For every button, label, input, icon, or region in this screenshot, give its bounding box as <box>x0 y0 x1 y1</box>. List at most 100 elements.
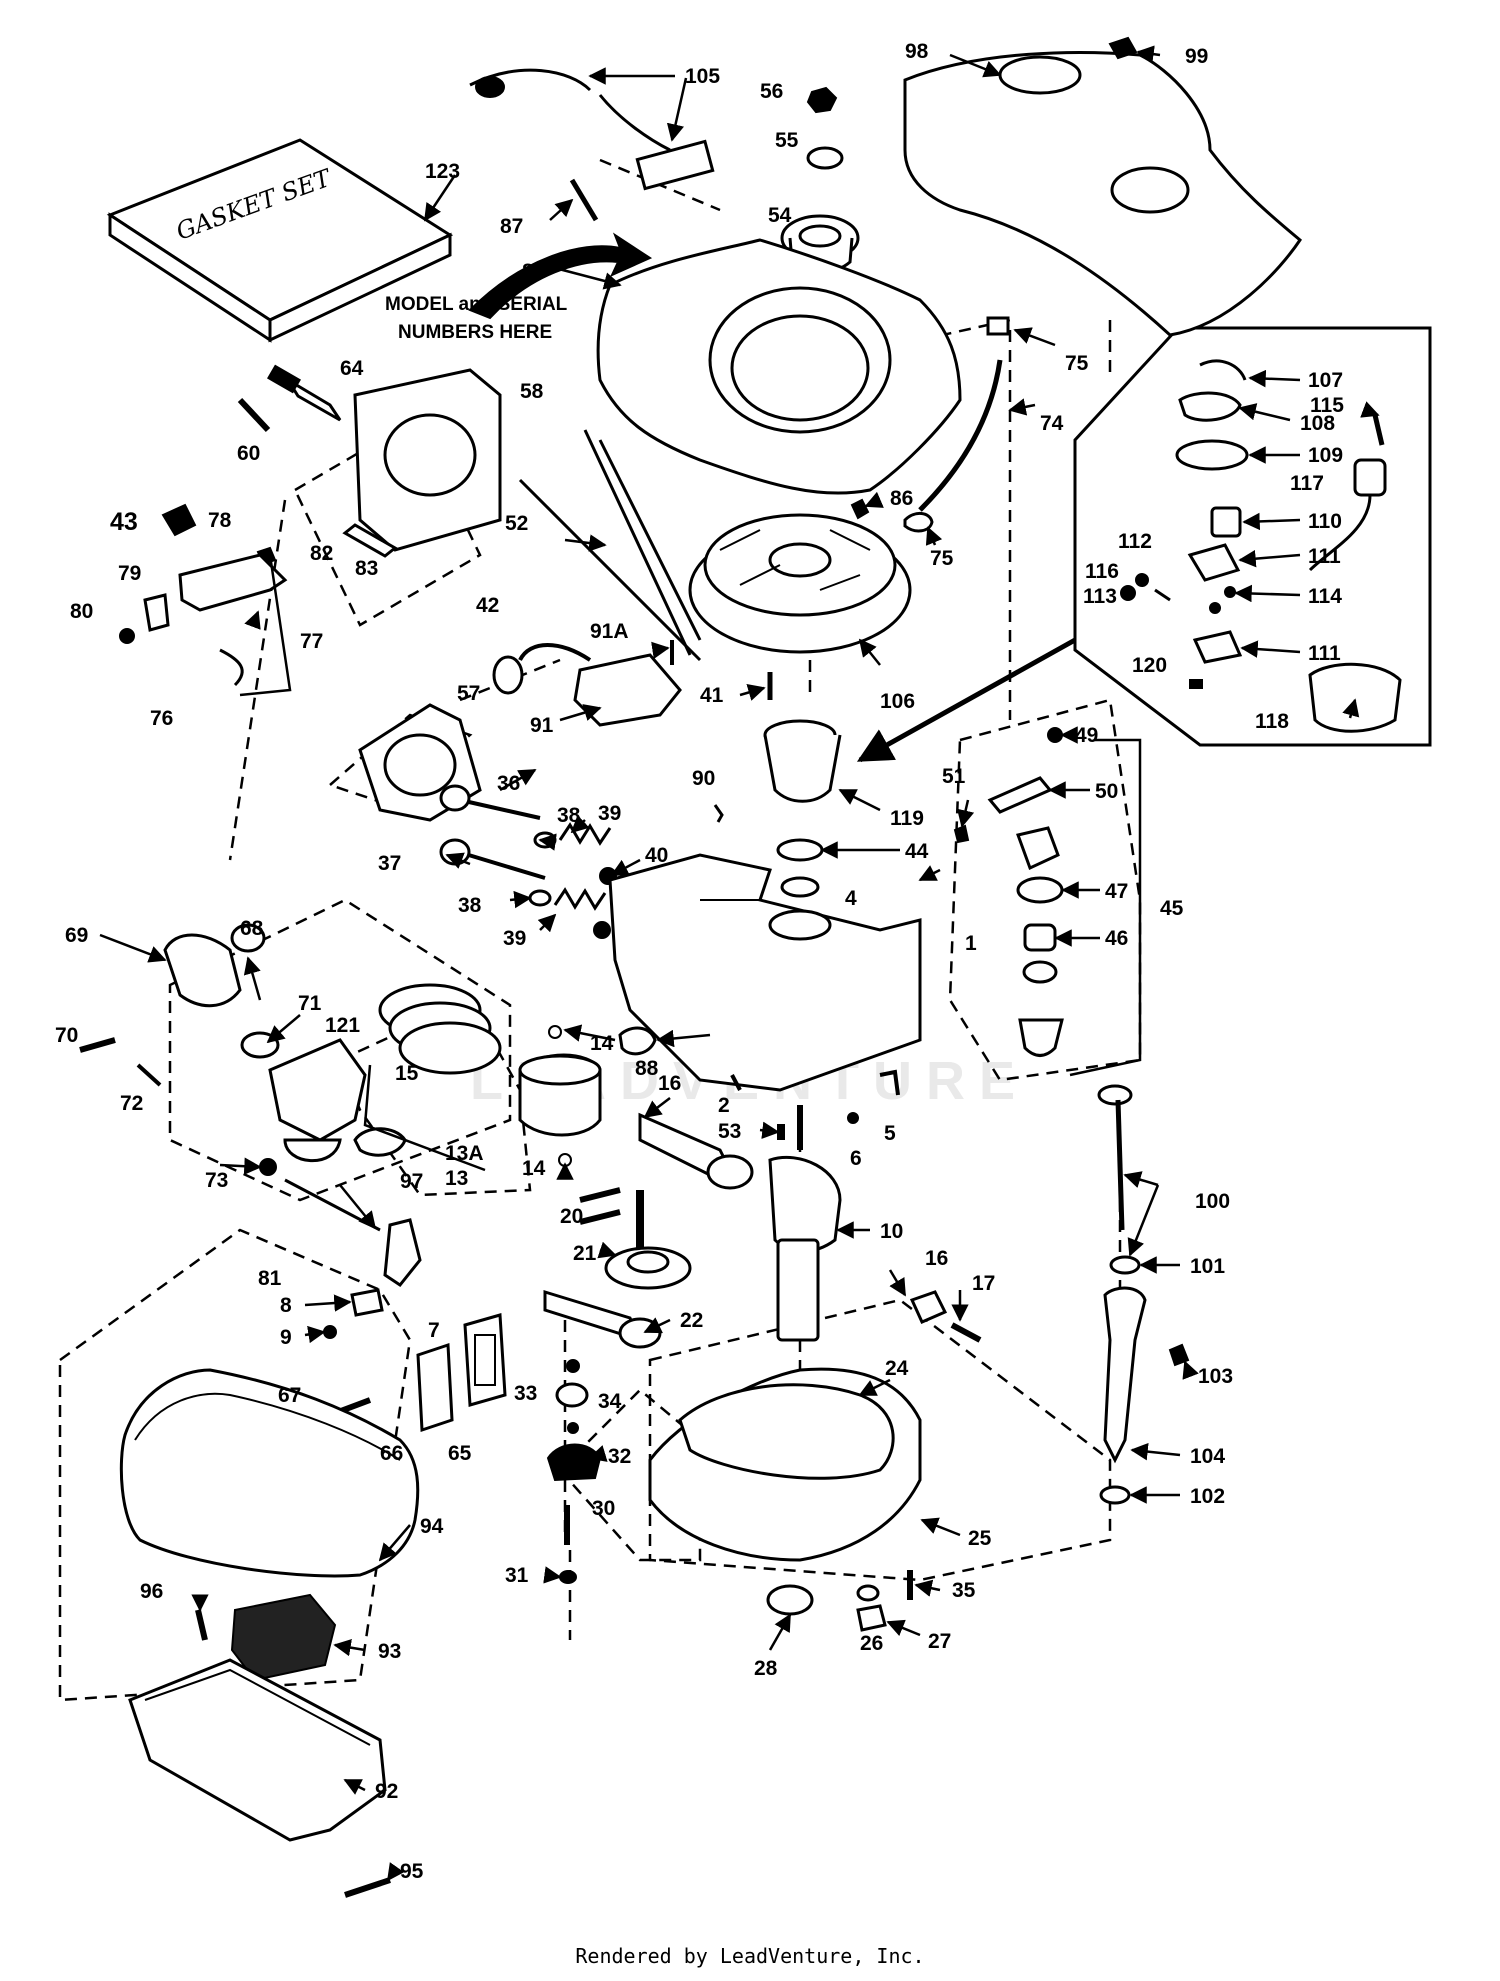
callout-100: 100 <box>1195 1190 1230 1213</box>
callout-13A: 13A <box>445 1142 484 1165</box>
part-96-screw <box>195 1609 208 1641</box>
callout-72: 72 <box>120 1092 143 1115</box>
callout-103: 103 <box>1198 1365 1233 1388</box>
part-27-plug <box>856 1604 887 1632</box>
part-88-gasket <box>618 1026 657 1056</box>
dashed-group-sump <box>648 1298 1112 1582</box>
callout-87: 87 <box>500 215 523 238</box>
part-31-washer <box>559 1570 577 1584</box>
callout-39-upper: 39 <box>598 802 621 825</box>
callout-99: 99 <box>1185 45 1208 68</box>
part-56-nut <box>806 86 838 114</box>
part-97-gasket <box>353 1127 407 1157</box>
callout-111-lower: 111 <box>1308 642 1341 665</box>
part-28-seal <box>766 1584 814 1616</box>
part-53-key <box>777 1124 785 1140</box>
footer-credit: Rendered by LeadVenture, Inc. <box>575 1944 925 1968</box>
part-2-dowel <box>730 1074 742 1091</box>
part-120-pad <box>1189 679 1203 689</box>
callout-95: 95 <box>400 1860 424 1883</box>
callout-73: 73 <box>205 1169 228 1192</box>
callout-104: 104 <box>1190 1445 1225 1468</box>
part-10-crankshaft <box>768 1105 842 1342</box>
part-69-intake-elbow <box>163 933 242 1008</box>
part-38-retainer-lower <box>528 889 552 907</box>
callout-119: 119 <box>890 807 924 830</box>
part-100-dipstick <box>1097 1084 1133 1231</box>
part-101-o-ring <box>1109 1255 1141 1275</box>
callout-17: 17 <box>972 1272 995 1295</box>
callout-22: 22 <box>680 1309 703 1332</box>
part-94-air-cleaner-cover <box>119 1368 420 1578</box>
dashed-guide-5 <box>919 318 1011 342</box>
part-107-clip <box>1199 359 1247 381</box>
part-114-screws <box>1209 586 1236 614</box>
part-95-screw <box>344 1877 391 1898</box>
part-14-pin-clip-upper <box>548 1025 562 1039</box>
part-7-lever <box>383 1218 422 1288</box>
part-51-clip <box>953 824 970 844</box>
callout-81: 81 <box>258 1267 282 1290</box>
callout-101: 101 <box>1190 1255 1225 1278</box>
part-110-cam <box>1210 506 1242 538</box>
part-22-rod <box>543 1289 662 1349</box>
part-115-screw <box>1372 414 1385 446</box>
part-breather-plate <box>1016 826 1060 871</box>
callout-107: 107 <box>1308 369 1343 392</box>
callout-97: 97 <box>400 1170 423 1193</box>
dashed-group-airfilter <box>58 1228 412 1702</box>
callout-50: 50 <box>1095 780 1118 803</box>
callout-47: 47 <box>1105 880 1128 903</box>
callout-60: 60 <box>237 442 260 465</box>
callout-53: 53 <box>718 1120 741 1143</box>
part-49-screw <box>1047 727 1063 743</box>
callout-66: 66 <box>380 1442 403 1465</box>
callout-71: 71 <box>298 992 322 1015</box>
part-103-screw <box>1168 1343 1190 1367</box>
model-note-arrow <box>468 232 653 320</box>
callout-9: 9 <box>280 1326 292 1349</box>
callout-121: 121 <box>325 1014 360 1037</box>
callout-91: 91 <box>530 714 554 737</box>
callout-6: 6 <box>850 1147 862 1170</box>
part-79-clip <box>143 593 170 632</box>
part-119-mount <box>763 719 842 803</box>
callout-30: 30 <box>592 1497 615 1520</box>
callout-82: 82 <box>310 542 333 565</box>
callout-106: 106 <box>880 690 915 713</box>
part-117-condenser <box>1308 458 1387 572</box>
part-66-gasket <box>416 1342 454 1433</box>
part-20-screws <box>579 1187 621 1225</box>
callout-16-upper: 16 <box>658 1072 681 1095</box>
callout-98: 98 <box>905 40 929 63</box>
part-64-spark-plug <box>267 364 342 422</box>
ignition-inset-panel <box>1073 326 1432 747</box>
part-86-screw <box>850 498 870 520</box>
callout-123: 123 <box>425 160 460 183</box>
callout-34: 34 <box>598 1390 622 1413</box>
callout-96: 96 <box>140 1580 163 1603</box>
callout-114: 114 <box>1308 585 1342 608</box>
callout-102: 102 <box>1190 1485 1225 1508</box>
callout-69: 69 <box>65 924 88 947</box>
callout-51: 51 <box>942 765 966 788</box>
part-85-blower-housing <box>596 238 962 495</box>
callout-36: 36 <box>497 772 520 795</box>
part-25-sump <box>648 1367 922 1562</box>
callout-67: 67 <box>278 1384 301 1407</box>
part-102-seal <box>1099 1485 1131 1505</box>
callout-49: 49 <box>1075 724 1098 747</box>
callout-58: 58 <box>520 380 544 403</box>
callout-24: 24 <box>885 1357 909 1380</box>
part-6-pin <box>847 1112 859 1124</box>
callout-8: 8 <box>280 1294 292 1317</box>
leader-lines <box>99 45 1380 1882</box>
part-34-ball-lower <box>567 1422 579 1434</box>
part-75-clamp-lower <box>903 512 934 533</box>
part-4-seal <box>780 876 820 898</box>
callout-91A: 91A <box>590 620 629 643</box>
callout-76: 76 <box>150 707 173 730</box>
callout-79: 79 <box>118 562 141 585</box>
part-44-seal <box>776 838 824 862</box>
callout-109: 109 <box>1308 444 1343 467</box>
